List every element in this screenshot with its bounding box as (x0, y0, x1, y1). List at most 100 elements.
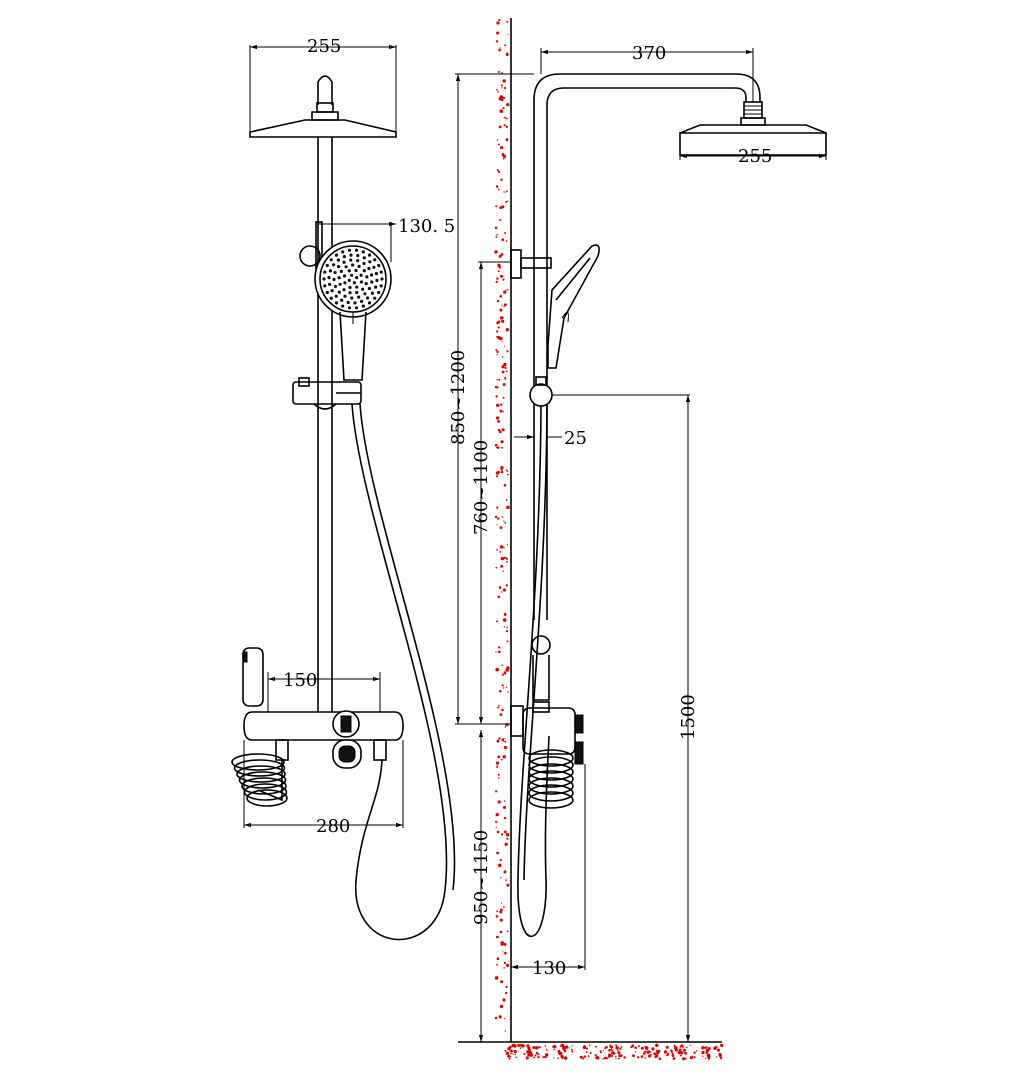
wall-speck (505, 200, 507, 203)
floor-speck (663, 1050, 668, 1054)
wall-speck (496, 524, 498, 526)
wall-speck (496, 350, 499, 354)
spray-hole (347, 269, 351, 273)
wall-speck (496, 277, 499, 280)
spray-hole (334, 294, 338, 298)
wall-speck (498, 430, 502, 434)
wall-speck (506, 473, 509, 476)
wall-speck (502, 588, 506, 592)
floor-speck (638, 1045, 640, 1048)
dim-arm-projection: 370 (540, 43, 754, 102)
floor-speck (644, 1046, 649, 1050)
label-total-height: 1500 (678, 694, 699, 740)
floor-speck (571, 1045, 573, 1047)
spray-hole (350, 296, 354, 300)
spray-hole (379, 284, 383, 288)
wall-speck (504, 345, 506, 347)
floor-speck (672, 1055, 675, 1057)
wall-speck (502, 383, 506, 386)
spray-hole (354, 268, 358, 273)
spray-hole (367, 301, 372, 305)
label-rail-offset: 25 (564, 428, 587, 449)
floor-speck (718, 1050, 720, 1053)
floor-speck (585, 1051, 588, 1054)
spray-hole (322, 277, 326, 281)
wall-speck (506, 190, 508, 192)
floor-speck (615, 1058, 617, 1060)
wall-speck (501, 673, 504, 676)
floor-speck (542, 1056, 545, 1059)
wall-speck (501, 708, 504, 712)
dim-mixer-height: 950~1150 (471, 730, 492, 1042)
wall-speck (495, 40, 499, 43)
wall-speck (501, 516, 504, 518)
wall-speck (500, 758, 503, 761)
spray-hole (325, 263, 329, 268)
dim-total-height: 1500 (552, 394, 699, 1042)
floor-speck (534, 1046, 537, 1049)
wall-speck (496, 475, 499, 478)
wall-speck (496, 851, 499, 855)
coil-loop (528, 749, 574, 767)
floor-speck (648, 1054, 651, 1058)
floor-speck (701, 1055, 704, 1057)
wall-speck (495, 416, 500, 420)
coil-loop (236, 765, 286, 783)
floor-speck (589, 1052, 592, 1054)
wall-speck (495, 471, 500, 475)
floor-speck (674, 1048, 679, 1052)
spray-hole (337, 265, 341, 269)
floor-speck (537, 1053, 540, 1056)
wall-speck (507, 691, 509, 693)
floor-speck (646, 1050, 650, 1054)
floor-speck (644, 1057, 646, 1059)
floor-speck (704, 1057, 707, 1060)
wall-speck (501, 238, 505, 241)
spray-hole (323, 270, 327, 274)
floor-speck (563, 1050, 567, 1053)
floor-speck (715, 1056, 717, 1058)
floor-speck (587, 1055, 590, 1057)
spray-hole (355, 276, 359, 280)
wall-speck (496, 963, 498, 966)
wall-speck (500, 470, 504, 474)
spray-hole (366, 296, 370, 300)
wall-speck (497, 595, 501, 599)
wall-speck (500, 556, 505, 561)
wall-speck (496, 379, 498, 381)
wall-speck (505, 668, 510, 672)
wall-speck (494, 515, 498, 519)
wall-speck (497, 270, 500, 273)
wall-speck (499, 109, 504, 113)
floor-speck (665, 1045, 669, 1049)
spray-hole (332, 263, 336, 267)
wall-speck (495, 667, 500, 672)
spray-hole (355, 285, 359, 289)
wall-speck (499, 930, 503, 934)
wall-speck (507, 33, 509, 36)
wall-speck (507, 200, 509, 202)
dim-handshower-width: 130. 5 (317, 216, 455, 262)
wall-speck (503, 870, 507, 874)
wall-speck (503, 520, 505, 522)
wall-speck (495, 349, 498, 352)
wall-speck (503, 800, 506, 802)
spray-hole (332, 277, 336, 282)
dim-spout-projection: 130 (511, 764, 586, 979)
wall-speck (505, 499, 508, 501)
floor-speck (610, 1045, 614, 1049)
wall-speck (498, 737, 501, 740)
wall-speck (499, 218, 502, 221)
wall-speck (499, 409, 503, 413)
spray-hole (364, 282, 368, 286)
wall-speck (506, 930, 509, 933)
spray-hole (357, 295, 361, 299)
floor-speck (606, 1057, 609, 1060)
spray-hole (330, 289, 334, 293)
spray-hole (347, 306, 352, 310)
wall-speck (502, 96, 506, 100)
wall-speck (496, 335, 499, 338)
floor-speck (704, 1046, 708, 1049)
floor-speck (611, 1049, 613, 1052)
floor-speck (655, 1049, 658, 1052)
